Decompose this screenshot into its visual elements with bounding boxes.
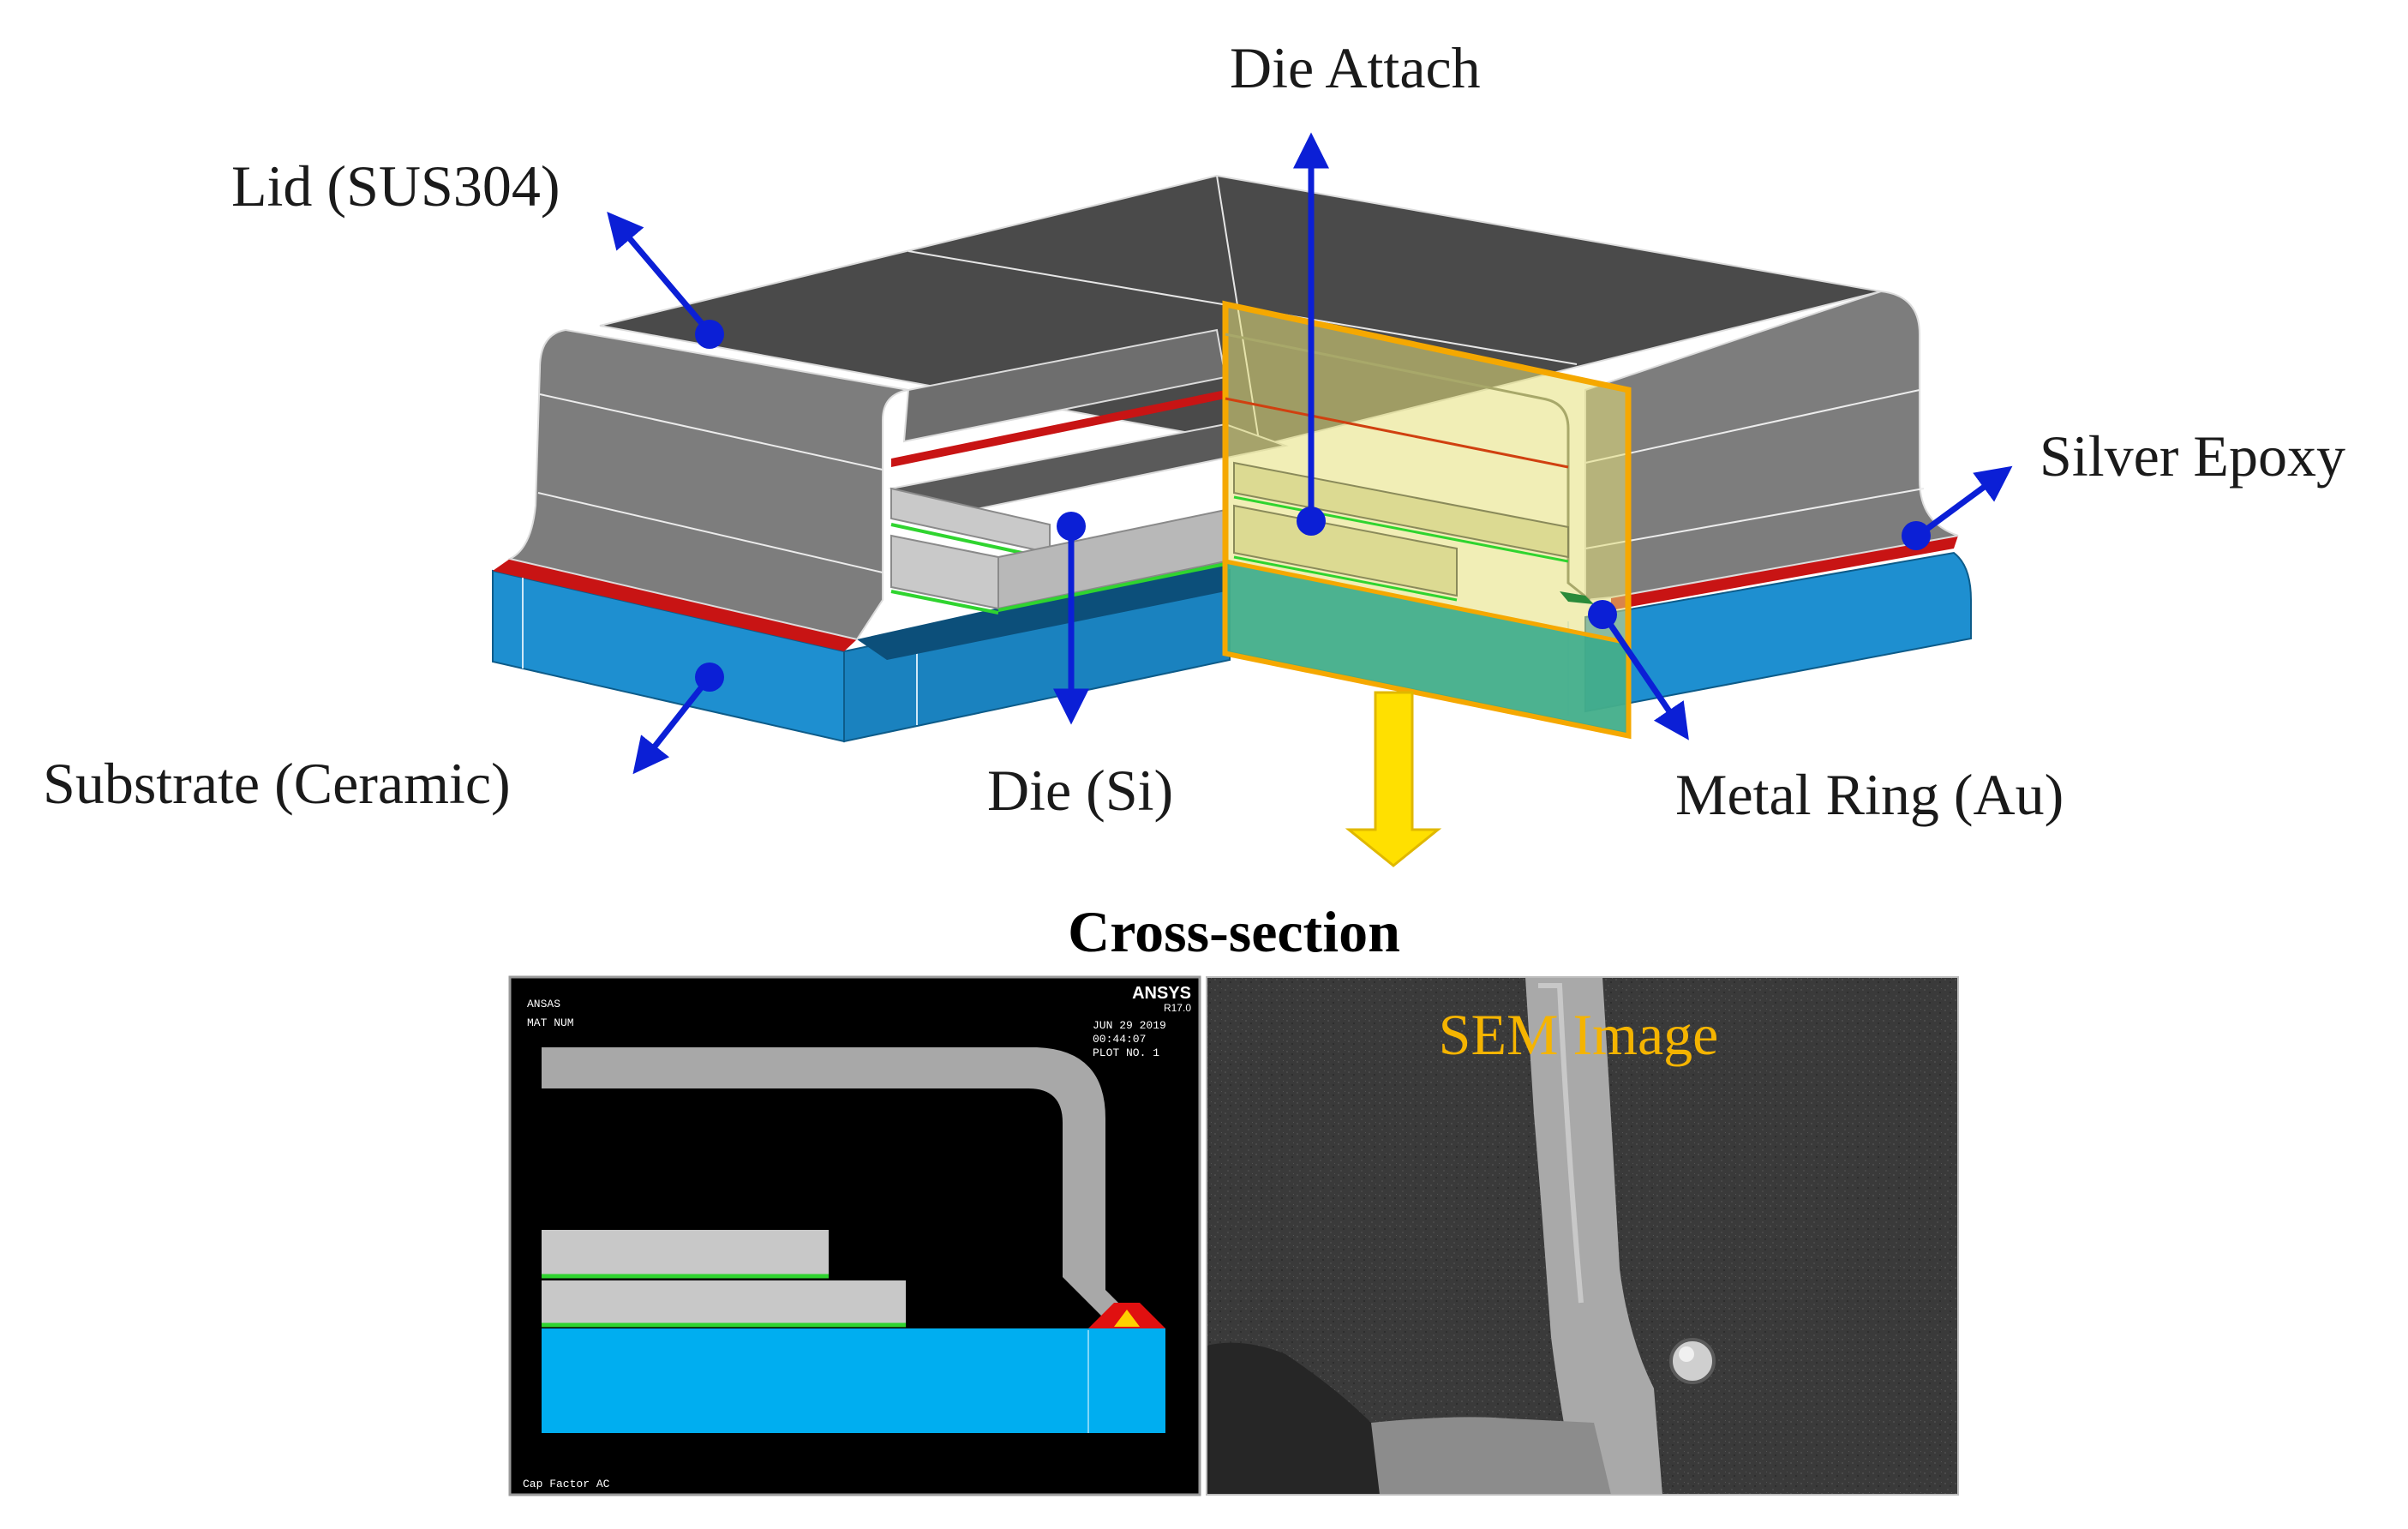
arrow-substrate: [632, 675, 712, 775]
arrow-silver-epoxy: [1915, 465, 2013, 538]
lid-left-wall: [507, 328, 909, 641]
fem-panel: ANSAS MAT NUM ANSYS R17.0 JUN 29 2019 00…: [508, 975, 1201, 1496]
section-die-attach-2: [1233, 555, 1458, 602]
sem-panel: SEM Image: [1206, 976, 1959, 1496]
silver-epoxy-left: [493, 559, 857, 651]
fem-time: 00:44:07: [1093, 1033, 1146, 1046]
section-epoxy-red: [1225, 397, 1569, 469]
arrow-metal-ring: [1602, 614, 1689, 741]
die-attach-line-2: [890, 590, 999, 615]
fem-bottom-label: Cap Factor AC: [523, 1478, 610, 1490]
fem-substrate: [542, 1328, 1165, 1433]
pointer-arrows: [607, 132, 2013, 775]
dot-metal-ring: [1588, 600, 1617, 629]
fem-label-1: ANSAS: [527, 998, 560, 1010]
dot-lid: [695, 320, 724, 349]
dot-silver-epoxy: [1902, 521, 1931, 550]
silver-epoxy-right: [1611, 536, 1958, 610]
label-silver-epoxy: Silver Epoxy: [2040, 423, 2345, 489]
sem-lid-highlight: [1538, 983, 1584, 1304]
substrate-right-end: [1584, 551, 1972, 713]
lid-inner-red: [891, 390, 1225, 467]
fem-substrate-die: [542, 1280, 906, 1325]
label-metal-ring: Metal Ring (Au): [1675, 762, 2064, 827]
lid-left-lines: [537, 393, 884, 573]
section-substrate: [1223, 558, 1631, 739]
die-attach-line-3: [997, 562, 1226, 612]
ansys-version: R17.0: [1164, 1002, 1191, 1014]
ansys-logo: ANSYS: [1132, 984, 1191, 1003]
substrate-die-front: [890, 534, 999, 610]
label-die: Die (Si): [987, 758, 1173, 823]
section-substrate-die: [1233, 504, 1458, 597]
fem-epoxy-core: [1114, 1310, 1140, 1327]
fem-date: JUN 29 2019: [1093, 1019, 1166, 1032]
dot-die: [1057, 512, 1086, 541]
sem-ring: [1371, 1417, 1611, 1495]
section-die: [1233, 461, 1569, 559]
sem-title: SEM Image: [1439, 1002, 1719, 1067]
fem-die: [542, 1230, 829, 1276]
fem-plot: PLOT NO. 1: [1093, 1046, 1159, 1059]
section-metal-ring: [1560, 591, 1594, 604]
dot-substrate: [695, 663, 724, 692]
sem-lid-stripe: [1525, 977, 1662, 1495]
label-substrate: Substrate (Ceramic): [43, 751, 511, 816]
fem-label-2: MAT NUM: [527, 1016, 574, 1029]
label-lid: Lid (SUS304): [231, 153, 560, 219]
package-3d: [492, 174, 1972, 743]
lid-right-wall: [1584, 290, 1959, 602]
section-die-attach: [1233, 495, 1569, 563]
dot-die-attach: [1297, 507, 1326, 536]
section-lid-profile: [1225, 333, 1590, 602]
label-die-attach: Die Attach: [1230, 35, 1481, 100]
sem-void: [1669, 1338, 1716, 1384]
lid-right-lines: [1584, 389, 1925, 549]
cross-section-title: Cross-section: [1068, 899, 1400, 964]
fem-lid: [542, 1047, 1135, 1328]
arrow-lid: [607, 211, 712, 335]
cross-section-arrow: [1345, 691, 1442, 867]
